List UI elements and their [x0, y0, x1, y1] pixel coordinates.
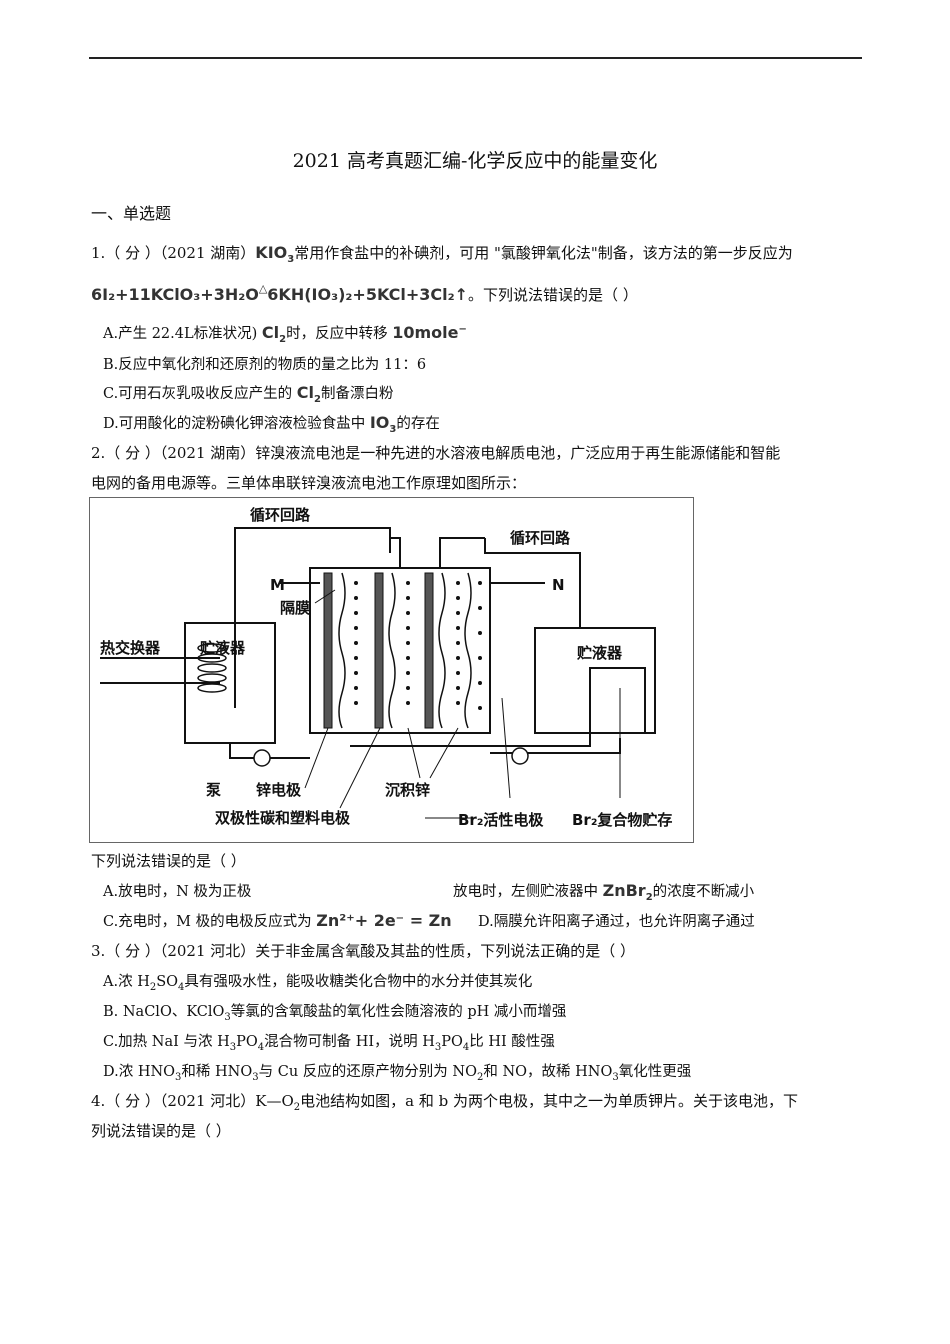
fig-reservoir-left-label: 贮液器 [199, 639, 246, 657]
q3-option-d[interactable]: D.浓 HNO3和稀 HNO3与 Cu 反应的还原产物分别为 NO2和 NO，故… [103, 1064, 692, 1083]
q3-line: 3.（ 分 ）（2021 河北）关于非金属含氧酸及其盐的性质，下列说法正确的是（… [91, 942, 636, 960]
fig-membrane-label: 隔膜 [280, 599, 310, 617]
q1-option-b[interactable]: B.反应中氧化剂和还原剂的物质的量之比为 11：6 [103, 357, 427, 373]
q1-c-text2: 制备漂白粉 [321, 386, 394, 402]
q2-c-text: C.充电时，M 极的电极反应式为 [103, 914, 312, 930]
header-rule [89, 57, 862, 59]
q1-a-value: 10mole− [392, 323, 467, 342]
fig-pump-label: 泵 [206, 781, 221, 799]
page-title: 2021 高考真题汇编-化学反应中的能量变化 [292, 150, 658, 172]
fig-br2-store-label: Br₂复合物贮存 [572, 811, 672, 829]
q1-line2: 6I₂+11KClO₃+3H₂O△6KH(IO₃)₂+5KCl+3Cl₂↑。下列… [91, 282, 638, 305]
fig-loop-left: 循环回路 [250, 506, 311, 524]
q4-line1: 4.（ 分 ）（2021 河北）K—O2电池结构如图，a 和 b 为两个电极，其… [91, 1092, 799, 1113]
q1-kio3: KIO3 [255, 243, 295, 265]
q1-lead: 1.（ 分 ）（2021 湖南） [91, 244, 256, 262]
q1-heat-symbol: △ [258, 282, 268, 295]
q1-equation-left: 6I₂+11KClO₃+3H₂O [91, 285, 259, 304]
q1-d-text1: D.可用酸化的淀粉碘化钾溶液检验食盐中 [103, 416, 366, 432]
q2-b-znbr2: ZnBr2 [602, 881, 653, 903]
q1-option-a[interactable]: A.产生 22.4L标准状况) Cl2时，反应中转移 10mole− [103, 322, 467, 345]
q1-equation-right: 6KH(IO₃)₂+5KCl+3Cl₂↑ [267, 285, 469, 304]
fig-bipolar-label: 双极性碳和塑料电极 [215, 809, 351, 827]
fig-n-label: N [552, 576, 565, 594]
q1-option-c[interactable]: C.可用石灰乳吸收反应产生的 Cl2制备漂白粉 [103, 382, 394, 405]
q2-option-b[interactable]: 放电时，左侧贮液器中 ZnBr2的浓度不断减小 [453, 880, 754, 903]
q1-d-io3: IO3 [369, 413, 397, 435]
q3-option-b[interactable]: B. NaClO、KClO3等氯的含氧酸盐的氧化性会随溶液的 pH 减小而增强 [103, 1004, 567, 1023]
q2-line1: 2.（ 分 ）（2021 湖南）锌溴液流电池是一种先进的水溶液电解质电池，广泛应… [91, 444, 781, 462]
q2-question: 下列说法错误的是（ ） [91, 852, 246, 870]
q1-text1: 常用作食盐中的补碘剂，可用 "氯酸钾氧化法"制备，该方法的第一步反应为 [294, 244, 793, 262]
fig-zinc-electrode-label: 锌电极 [256, 781, 302, 799]
q2-line2: 电网的备用电源等。三单体串联锌溴液流电池工作原理如图所示： [91, 474, 527, 492]
fig-br2-active-label: Br₂活性电极 [458, 811, 544, 829]
q2-b-text2: 的浓度不断减小 [652, 884, 755, 900]
q2-c-equation: Zn²⁺+ 2e⁻ = Zn [316, 911, 452, 930]
fig-reservoir-right-label: 贮液器 [576, 644, 623, 662]
q1-d-text2: 的存在 [396, 416, 440, 432]
q2-option-a[interactable]: A.放电时，N 极为正极 [103, 884, 252, 900]
q3-option-a[interactable]: A.浓 H2SO4具有强吸水性，能吸收糖类化合物中的水分并使其炭化 [103, 974, 533, 993]
q1-c-cl2: Cl2 [296, 383, 321, 405]
battery-diagram: 循环回路 循环回路 M N 隔膜 热交换器 贮液器 贮液器 泵 锌电极 沉积锌 … [89, 497, 694, 843]
q1-option-d[interactable]: D.可用酸化的淀粉碘化钾溶液检验食盐中 IO3的存在 [103, 412, 440, 435]
fig-m-label: M [270, 576, 285, 594]
q3-option-c[interactable]: C.加热 NaI 与浓 H3PO4混合物可制备 HI，说明 H3PO4比 HI … [103, 1034, 555, 1053]
section-heading: 一、单选题 [91, 204, 172, 223]
q1-line1: 1.（ 分 ）（2021 湖南）KIO3常用作食盐中的补碘剂，可用 "氯酸钾氧化… [91, 242, 793, 265]
q2-option-d[interactable]: D.隔膜允许阳离子通过，也允许阴离子通过 [478, 914, 755, 930]
q1-a-cl2: Cl2 [261, 323, 287, 345]
q2-b-text1: 放电时，左侧贮液器中 [453, 884, 598, 900]
q2-option-c[interactable]: C.充电时，M 极的电极反应式为 Zn²⁺+ 2e⁻ = Zn [103, 910, 452, 931]
q4-line2: 列说法错误的是（ ） [91, 1122, 231, 1140]
q1-a-mid: 时，反应中转移 [286, 326, 388, 342]
q1-text2: 。下列说法错误的是（ ） [468, 286, 638, 304]
q1-a-text: A.产生 22.4L标准状况) [103, 326, 258, 342]
q1-c-text1: C.可用石灰乳吸收反应产生的 [103, 386, 293, 402]
fig-loop-right: 循环回路 [510, 529, 571, 547]
fig-heat-exchanger-label: 热交换器 [100, 639, 161, 657]
fig-deposited-zinc-label: 沉积锌 [385, 781, 430, 799]
